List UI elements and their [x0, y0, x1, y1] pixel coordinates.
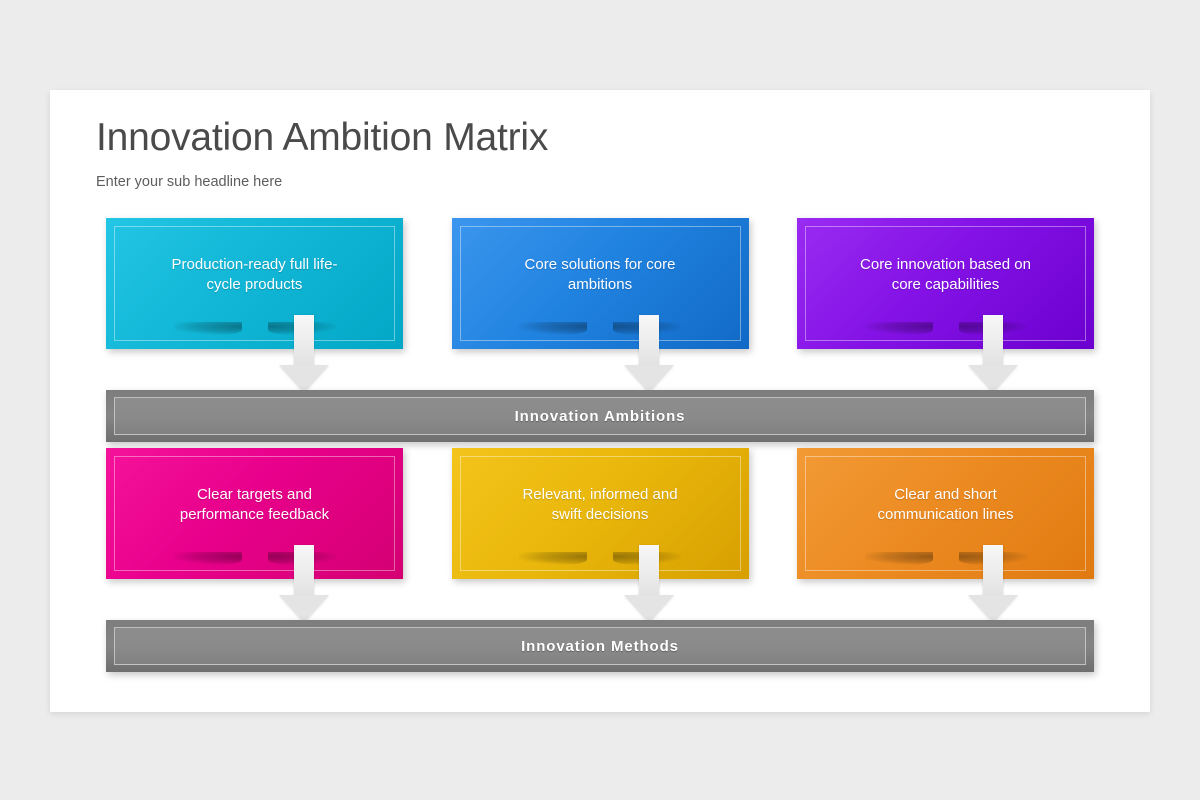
card-label: Relevant, informed and swift decisions — [522, 486, 678, 523]
arrow-head — [279, 365, 329, 393]
card-inner-frame: Core solutions for core ambitions — [459, 226, 741, 341]
down-arrow-icon — [968, 545, 1018, 623]
arrow-shaft — [639, 315, 659, 367]
down-arrow-icon — [624, 545, 674, 623]
arrow-shaft — [639, 545, 659, 597]
card-label: Core solutions for core ambitions — [524, 256, 676, 293]
card-label: Clear and short communication lines — [877, 486, 1014, 523]
card-label: Clear targets and performance feedback — [179, 486, 330, 523]
summary-bar-inner-frame: Innovation Methods — [114, 627, 1086, 665]
arrow-head — [624, 365, 674, 393]
matrix-card-core-innovation[interactable]: Core innovation based on core capabiliti… — [797, 218, 1094, 349]
card-inner-frame: Clear and short communication lines — [805, 456, 1086, 571]
matrix-card-communication-lines[interactable]: Clear and short communication lines — [797, 448, 1094, 579]
matrix-card-clear-targets[interactable]: Clear targets and performance feedback — [106, 448, 403, 579]
card-inner-frame: Core innovation based on core capabiliti… — [805, 226, 1086, 341]
card-inner-frame: Relevant, informed and swift decisions — [459, 456, 741, 571]
slide-canvas: Innovation Ambition Matrix Enter your su… — [50, 90, 1150, 712]
matrix-card-relevant-decisions[interactable]: Relevant, informed and swift decisions — [451, 448, 749, 579]
matrix-row-1: Production-ready full life- cycle produc… — [106, 218, 1094, 349]
card-inner-frame: Clear targets and performance feedback — [114, 456, 395, 571]
card-inner-frame: Production-ready full life- cycle produc… — [114, 226, 395, 341]
header: Innovation Ambition Matrix Enter your su… — [96, 116, 549, 190]
matrix-card-core-solutions[interactable]: Core solutions for core ambitions — [451, 218, 749, 349]
summary-bar-innovation-ambitions[interactable]: Innovation Ambitions — [106, 390, 1094, 442]
arrow-shaft — [983, 545, 1003, 597]
summary-bar-label: Innovation Methods — [521, 637, 679, 655]
arrow-head — [624, 595, 674, 623]
arrow-shaft — [294, 545, 314, 597]
summary-bar-label: Innovation Ambitions — [514, 407, 686, 425]
arrow-shaft — [983, 315, 1003, 367]
card-label: Core innovation based on core capabiliti… — [860, 256, 1031, 293]
card-label: Production-ready full life- cycle produc… — [171, 256, 338, 293]
summary-bar-inner-frame: Innovation Ambitions — [114, 397, 1086, 435]
arrow-head — [968, 595, 1018, 623]
arrow-head — [279, 595, 329, 623]
down-arrow-icon — [624, 315, 674, 393]
page-title: Innovation Ambition Matrix — [96, 116, 549, 159]
arrow-head — [968, 365, 1018, 393]
matrix-row-2: Clear targets and performance feedback R… — [106, 448, 1094, 579]
down-arrow-icon — [279, 545, 329, 623]
down-arrow-icon — [279, 315, 329, 393]
matrix-card-production-ready[interactable]: Production-ready full life- cycle produc… — [106, 218, 403, 349]
page-subtitle: Enter your sub headline here — [96, 173, 283, 190]
summary-bar-innovation-methods[interactable]: Innovation Methods — [106, 620, 1094, 672]
down-arrow-icon — [968, 315, 1018, 393]
arrow-shaft — [294, 315, 314, 367]
